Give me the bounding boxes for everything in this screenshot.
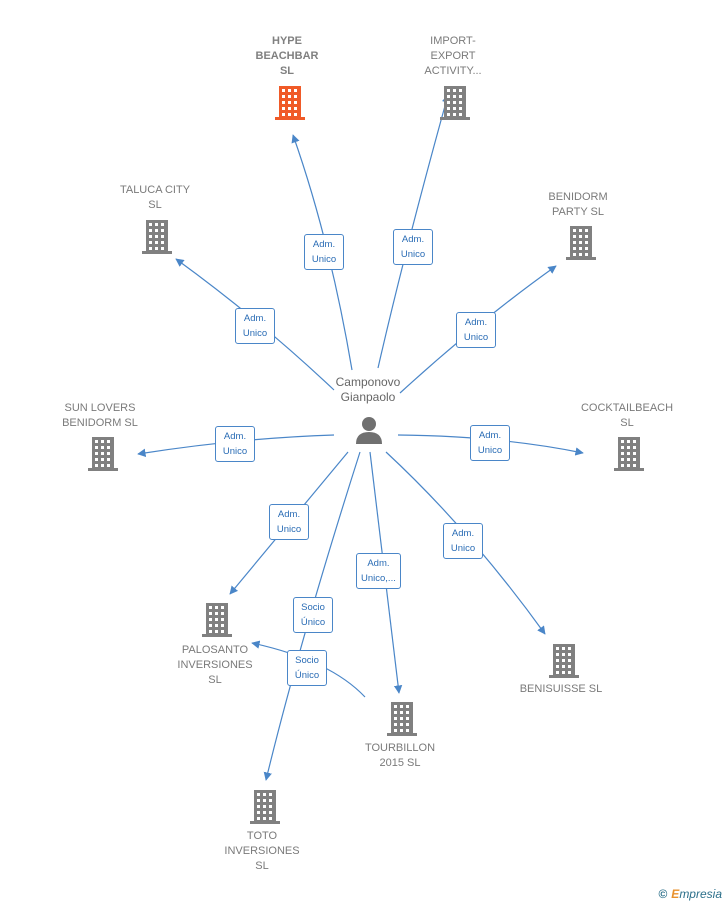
edge-label-cocktail[interactable]: Adm. Unico	[470, 425, 510, 461]
company-label-hype[interactable]: HYPE BEACHBAR SL	[255, 35, 319, 77]
building-icon[interactable]	[201, 603, 233, 642]
building-icon[interactable]	[565, 226, 597, 265]
edge-label-palosanto[interactable]: Adm. Unico	[269, 504, 309, 540]
company-label-cocktail[interactable]: COCKTAILBEACH SL	[580, 402, 674, 429]
brand-logo: ©Empresia	[658, 887, 722, 901]
company-label-toto[interactable]: TOTO INVERSIONES SL	[224, 830, 300, 872]
building-icon[interactable]	[548, 644, 580, 683]
building-icon[interactable]	[141, 220, 173, 259]
company-label-benidorm[interactable]: BENIDORM PARTY SL	[548, 191, 608, 218]
building-icon[interactable]	[386, 702, 418, 741]
edge-label-toto[interactable]: Socio Único	[293, 597, 333, 633]
edge-label-import[interactable]: Adm. Unico	[393, 229, 433, 265]
company-label-tourbillon[interactable]: TOURBILLON 2015 SL	[364, 742, 436, 769]
company-label-sunlovers[interactable]: SUN LOVERS BENIDORM SL	[62, 402, 138, 429]
building-icon[interactable]	[274, 86, 306, 125]
edge-label-sunlovers[interactable]: Adm. Unico	[215, 426, 255, 462]
edge-label-benidorm[interactable]: Adm. Unico	[456, 312, 496, 348]
building-icon[interactable]	[249, 790, 281, 829]
edge-label-hype[interactable]: Adm. Unico	[304, 234, 344, 270]
person-icon[interactable]	[354, 414, 384, 444]
edge-label-taluca[interactable]: Adm. Unico	[235, 308, 275, 344]
company-label-taluca[interactable]: TALUCA CITY SL	[119, 184, 191, 211]
building-icon[interactable]	[439, 86, 471, 125]
company-label-benisuisse[interactable]: BENISUISSE SL	[519, 683, 603, 695]
company-label-import[interactable]: IMPORT- EXPORT ACTIVITY...	[424, 35, 482, 77]
person-label[interactable]: Camponovo Gianpaolo	[335, 375, 401, 404]
edge-label-tourbillon[interactable]: Adm. Unico,...	[356, 553, 401, 589]
building-icon[interactable]	[613, 437, 645, 476]
edge-label-palosanto[interactable]: Socio Único	[287, 650, 327, 686]
edge-label-benisuisse[interactable]: Adm. Unico	[443, 523, 483, 559]
company-label-palosanto[interactable]: PALOSANTO INVERSIONES SL	[177, 644, 253, 686]
building-icon[interactable]	[87, 437, 119, 476]
